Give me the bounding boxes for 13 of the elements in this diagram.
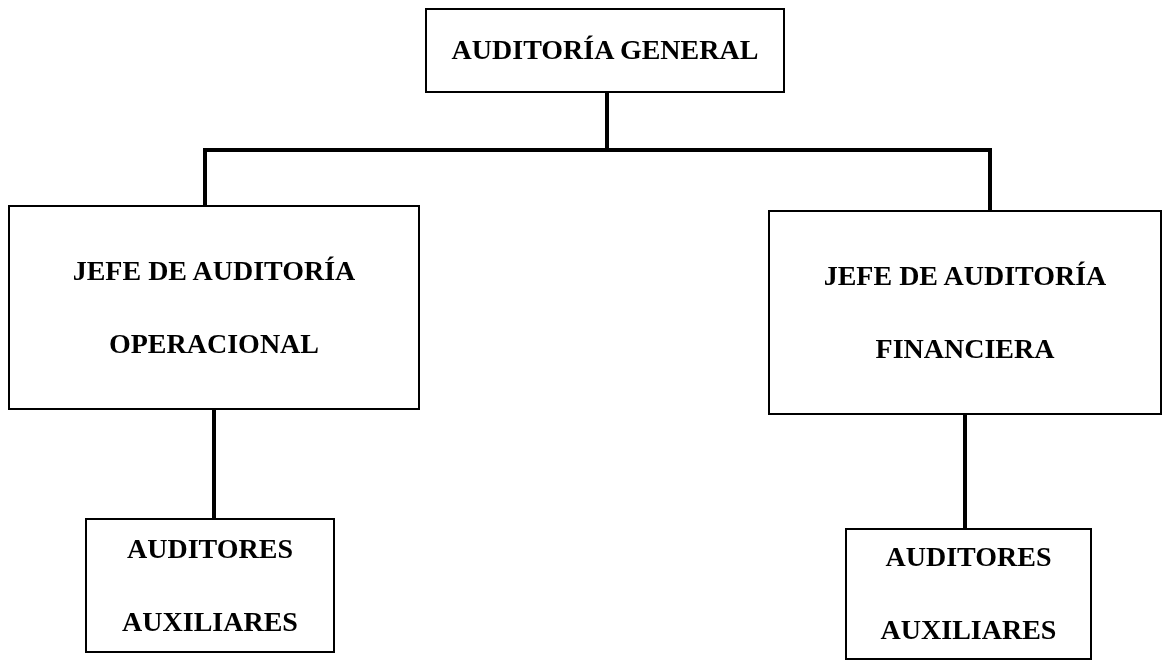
connector-line: [212, 410, 216, 518]
org-box: [845, 528, 1092, 660]
org-box: [768, 210, 1162, 415]
org-box: [8, 205, 420, 410]
position-title: AUDITORES AUXILIARES: [121, 531, 299, 639]
position-title: AUDITORÍA GENERAL: [451, 33, 759, 68]
position-title: AUDITORES AUXILIARES: [879, 540, 1058, 647]
connector-line: [605, 93, 992, 210]
org-box: [85, 518, 335, 653]
connector-line: [963, 415, 967, 528]
org-box: [425, 8, 785, 93]
position-title: JEFE DE AUDITORÍA FINANCIERA: [822, 258, 1108, 366]
position-title: JEFE DE AUDITORÍA OPERACIONAL: [71, 253, 357, 361]
